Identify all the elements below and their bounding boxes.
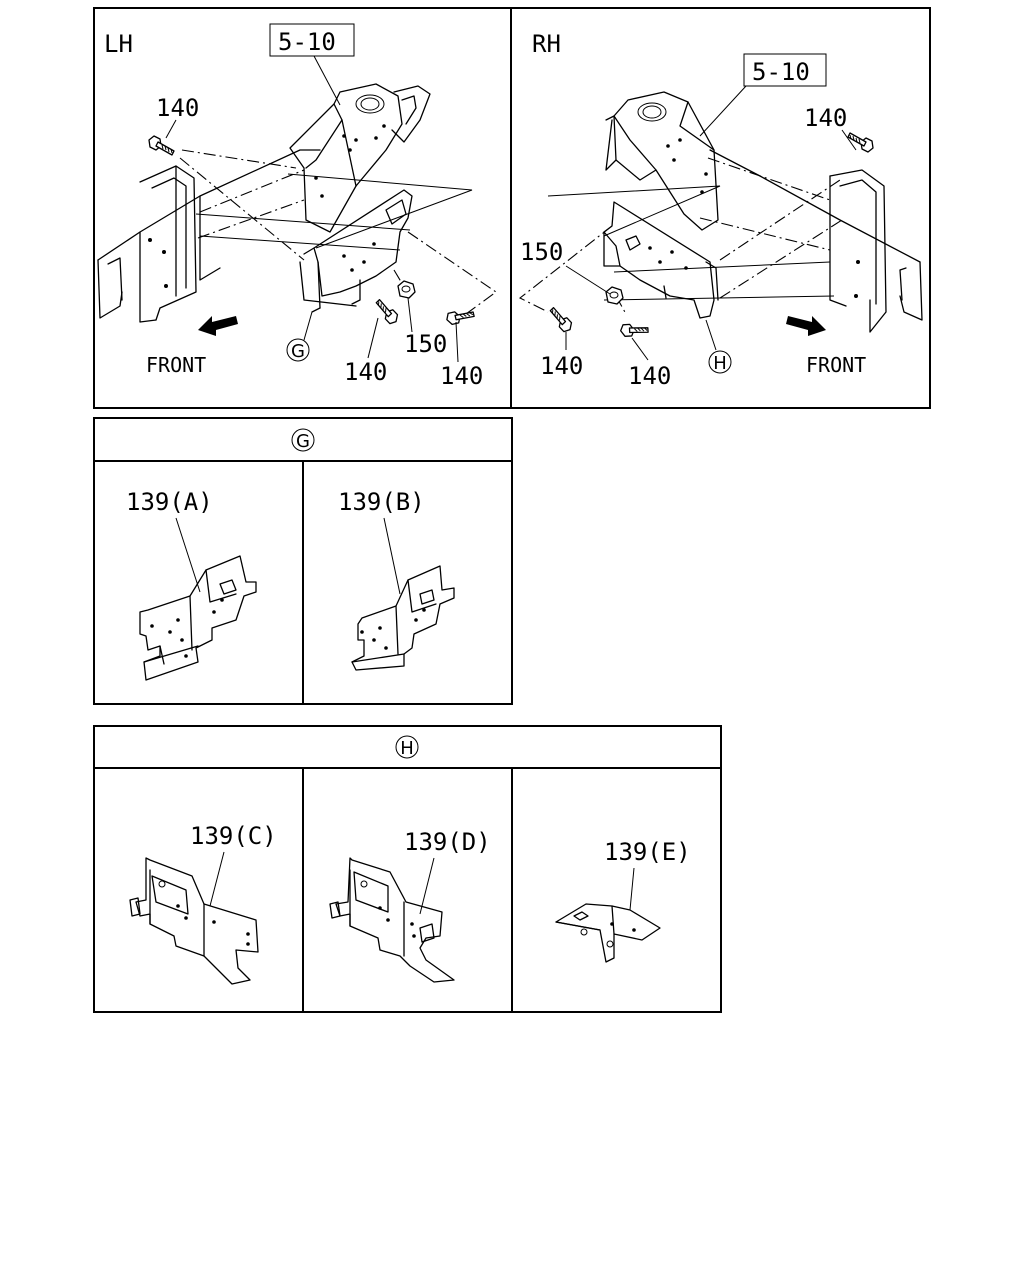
lh-callout-150: 150 [404, 330, 447, 358]
lh-bolt-top-icon [148, 135, 175, 156]
rh-bolt-left-icon [544, 306, 576, 334]
lh-front-label: FRONT [146, 353, 206, 377]
detail-h-cell-e[interactable]: 139(E) [555, 838, 691, 963]
lh-side-label: LH [104, 30, 133, 58]
rh-view-marker-h[interactable]: H [708, 350, 732, 374]
rh-ref-box-label: 5-10 [752, 58, 810, 86]
detail-g-cell-b[interactable]: 139(B) [338, 488, 455, 671]
detail-h-table: H 139(C) 139(D) [93, 725, 722, 1013]
part-label-139c: 139(C) [190, 822, 277, 850]
lh-callout-140-top: 140 [156, 94, 199, 122]
rh-front-label: FRONT [806, 353, 866, 377]
detail-h-header: H [395, 735, 419, 759]
lh-ref-box-label: 5-10 [278, 28, 336, 56]
bracket-139e-icon [555, 903, 661, 963]
rh-bolt-mid-icon [618, 314, 651, 345]
rh-callout-140-top: 140 [804, 104, 847, 132]
detail-h-header-letter: H [400, 738, 414, 759]
rh-tower-bracket-icon [605, 91, 719, 231]
rh-callout-140-mid: 140 [628, 362, 671, 390]
rh-nut-icon [605, 286, 624, 305]
lh-view-marker-g[interactable]: G [286, 338, 310, 362]
bracket-139c-icon [129, 857, 259, 985]
rh-front-arrow-icon [786, 316, 826, 336]
part-label-139a: 139(A) [126, 488, 213, 516]
lh-tower-bracket-icon [289, 83, 431, 233]
lh-ref-box[interactable]: 5-10 [269, 23, 355, 57]
bracket-139d-icon [329, 857, 455, 983]
rh-panel: RH 5-10 [518, 30, 923, 390]
detail-g-table: G 139(A) 139(B) [93, 417, 513, 705]
detail-g-cell-a[interactable]: 139(A) [126, 488, 257, 681]
rh-callout-150: 150 [520, 238, 563, 266]
top-diagram-frame [93, 7, 931, 409]
lh-bolt-right-icon [443, 299, 477, 332]
rh-view-marker-letter: H [713, 353, 727, 374]
rh-ref-box[interactable]: 5-10 [743, 53, 827, 87]
lh-panel: LH 5-10 [97, 23, 497, 390]
rh-callout-140-left: 140 [540, 352, 583, 380]
lh-view-marker-letter: G [291, 341, 305, 362]
bracket-139b-icon [351, 565, 455, 671]
lh-mounting-bracket-icon [299, 189, 413, 313]
lh-callout-140-right: 140 [440, 362, 483, 390]
detail-g-header: G [291, 428, 315, 452]
lh-nut-icon [397, 280, 416, 299]
part-label-139b: 139(B) [338, 488, 425, 516]
lh-callout-140-mid: 140 [344, 358, 387, 386]
rh-side-label: RH [532, 30, 561, 58]
lh-bolt-mid-icon [370, 298, 402, 326]
lh-front-arrow-icon [198, 316, 238, 336]
detail-h-cell-d[interactable]: 139(D) [329, 828, 491, 983]
lh-frame-rail-icon [97, 149, 321, 323]
detail-h-cell-c[interactable]: 139(C) [129, 822, 277, 985]
detail-g-header-letter: G [296, 431, 310, 452]
part-label-139e: 139(E) [604, 838, 691, 866]
part-label-139d: 139(D) [404, 828, 491, 856]
rh-bolt-top-icon [847, 132, 874, 153]
rh-frame-rail-icon [709, 149, 923, 333]
bracket-139a-icon [139, 555, 257, 681]
